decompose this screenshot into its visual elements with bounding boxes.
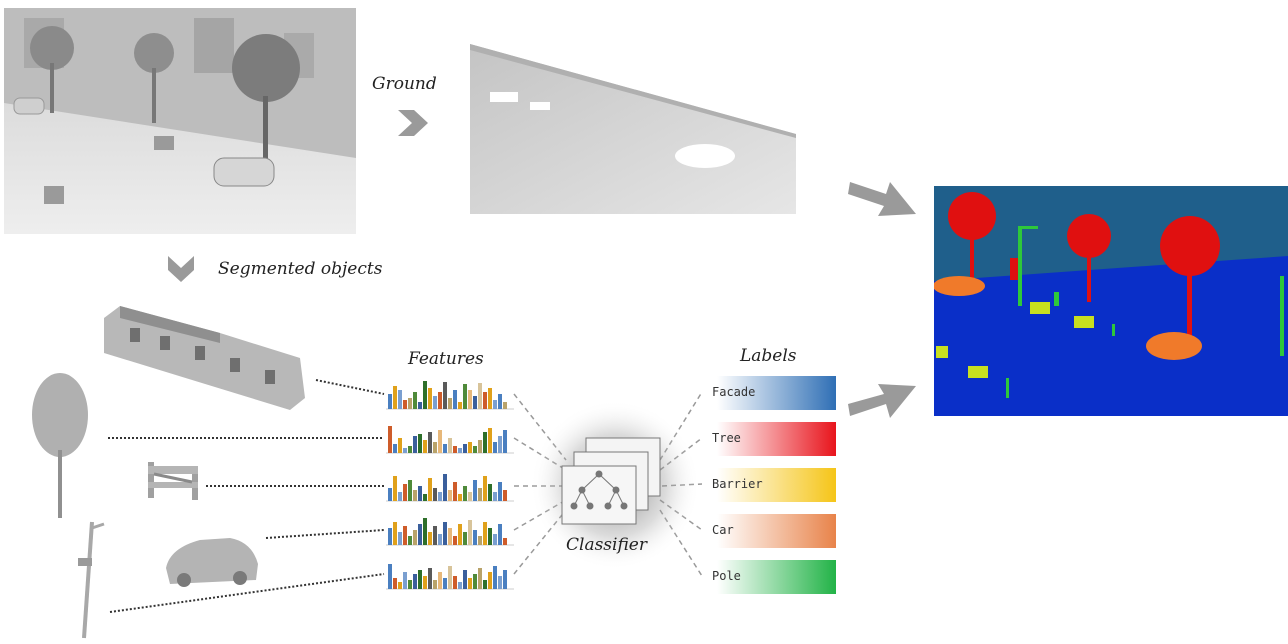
segmented-car bbox=[166, 538, 258, 587]
feature-histogram-car bbox=[386, 518, 514, 546]
label-car: Car bbox=[704, 514, 836, 548]
label-car-text: Car bbox=[712, 523, 734, 537]
decision-tree-icon bbox=[561, 437, 661, 525]
labels-caption: Labels bbox=[740, 346, 797, 366]
label-facade-text: Facade bbox=[712, 385, 756, 399]
label-facade: Facade bbox=[704, 376, 836, 410]
ground-caption: Ground bbox=[372, 74, 437, 94]
label-pole: Pole bbox=[704, 560, 836, 594]
classifier-caption: Classifier bbox=[566, 535, 647, 555]
ground-point-cloud bbox=[470, 44, 796, 214]
feature-histogram-facade bbox=[386, 381, 514, 410]
classified-point-cloud bbox=[934, 186, 1288, 416]
raw-point-cloud bbox=[4, 8, 356, 234]
segmented-barrier bbox=[148, 462, 198, 500]
feature-histogram-barrier bbox=[386, 474, 514, 502]
features-caption: Features bbox=[408, 349, 484, 369]
segmented-facade bbox=[104, 306, 305, 410]
arrow-right-icon bbox=[848, 182, 916, 216]
label-tree-text: Tree bbox=[712, 431, 741, 445]
feature-histogram-pole bbox=[386, 564, 514, 590]
chevron-down-icon bbox=[168, 256, 194, 282]
chevron-right-icon bbox=[398, 110, 428, 136]
segmented-objects-caption: Segmented objects bbox=[218, 259, 383, 279]
label-barrier-text: Barrier bbox=[712, 477, 763, 491]
label-pole-text: Pole bbox=[712, 569, 741, 583]
label-tree: Tree bbox=[704, 422, 836, 456]
feature-histogram-tree bbox=[386, 426, 514, 454]
segmented-pole bbox=[78, 521, 105, 639]
arrow-right-icon bbox=[848, 384, 916, 418]
segmented-tree bbox=[32, 373, 88, 518]
label-barrier: Barrier bbox=[704, 468, 836, 502]
classifier-trees bbox=[530, 400, 700, 570]
